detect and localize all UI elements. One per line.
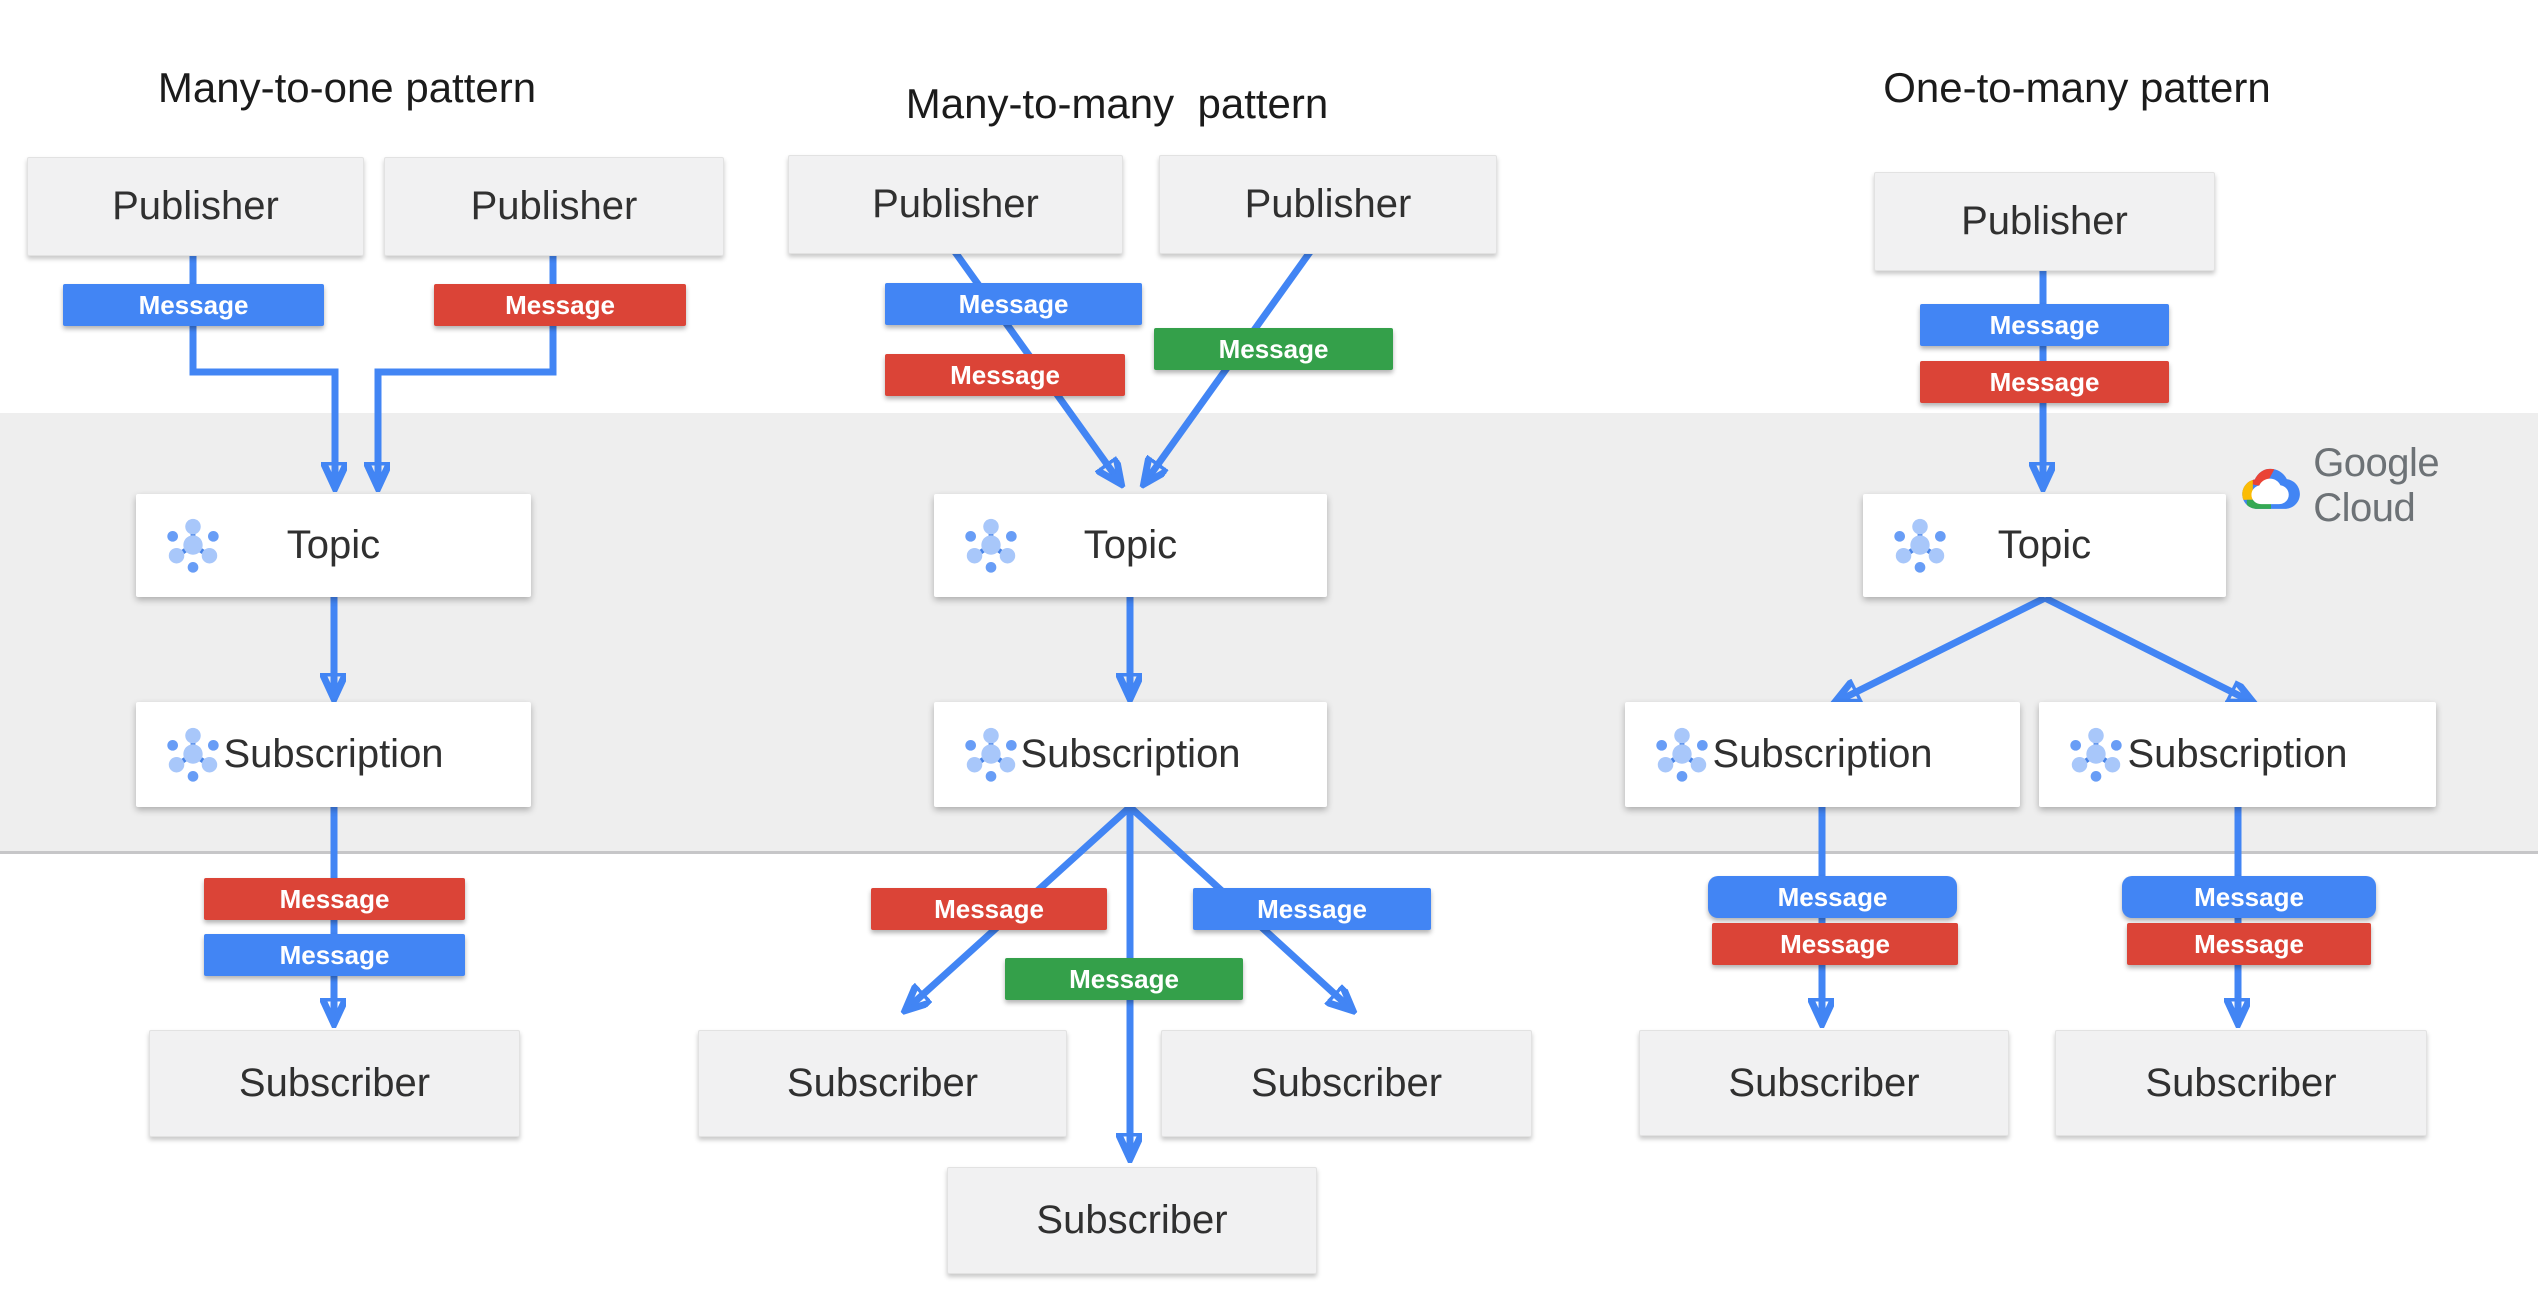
pubsub-topic-icon (162, 515, 224, 577)
message-label: Message (2194, 882, 2304, 912)
subscriber-box: Subscriber (947, 1167, 1317, 1274)
pattern-title-one-to-many: One-to-many pattern (1883, 64, 2271, 111)
subscription-box: Subscription (2039, 702, 2436, 807)
publisher-box: Publisher (384, 157, 724, 256)
subscription-label: Subscription (223, 732, 444, 776)
subscriber-label: Subscriber (1728, 1060, 1920, 1105)
pubsub-subscription-icon (2065, 724, 2127, 786)
publisher-label: Publisher (112, 184, 279, 228)
publisher-box: Publisher (27, 157, 364, 256)
pubsub-topic-icon (1889, 515, 1951, 577)
message-label: Message (1777, 882, 1888, 912)
message-chip-blue: Message (885, 283, 1142, 325)
message-label: Message (505, 290, 615, 320)
message-label: Message (934, 894, 1044, 924)
topic-label: Topic (1997, 523, 2092, 567)
subscription-box: Subscription (136, 702, 531, 807)
message-chip-red: Message (2127, 923, 2371, 965)
message-label: Message (958, 289, 1069, 319)
message-chip-green: Message (1005, 958, 1243, 1000)
message-label: Message (1218, 334, 1329, 364)
subscription-label: Subscription (1020, 732, 1241, 776)
message-chip-red: Message (1712, 923, 1958, 965)
subscription-box: Subscription (1625, 702, 2020, 807)
message-chip-red: Message (204, 878, 465, 920)
message-label: Message (138, 290, 249, 320)
subscriber-label: Subscriber (238, 1061, 431, 1105)
message-label: Message (1069, 964, 1179, 994)
message-label: Message (1989, 367, 2100, 397)
subscriber-label: Subscriber (786, 1061, 979, 1105)
message-chip-red: Message (434, 284, 686, 326)
publisher-box: Publisher (1159, 155, 1497, 254)
message-chip-red: Message (1920, 361, 2169, 403)
publisher-label: Publisher (470, 184, 638, 228)
subscription-label: Subscription (2127, 732, 2348, 776)
message-label: Message (279, 884, 390, 914)
message-chip-blue: Message (1193, 888, 1431, 930)
subscriber-box: Subscriber (2055, 1030, 2427, 1136)
message-chip-blue: Message (1708, 876, 1957, 918)
message-chip-blue: Message (204, 934, 465, 976)
pattern-title-many-to-one: Many-to-one pattern (157, 64, 537, 111)
subscriber-label: Subscriber (2145, 1060, 2337, 1105)
message-label: Message (279, 940, 390, 970)
message-label: Message (1257, 894, 1367, 924)
google-cloud-icon (2242, 468, 2300, 509)
message-label: Message (2194, 929, 2304, 959)
message-chip-blue: Message (1920, 304, 2169, 346)
message-chip-red: Message (885, 354, 1125, 396)
topic-label: Topic (286, 523, 381, 567)
google-cloud-logo: Google Cloud (2239, 441, 2538, 531)
subscriber-box: Subscriber (149, 1030, 520, 1137)
pubsub-subscription-icon (1651, 724, 1713, 786)
message-chip-blue: Message (63, 284, 324, 326)
publisher-box: Publisher (788, 155, 1123, 254)
subscriber-label: Subscriber (1250, 1061, 1443, 1105)
subscriber-box: Subscriber (698, 1030, 1067, 1137)
subscription-box: Subscription (934, 702, 1327, 807)
publisher-box: Publisher (1874, 172, 2215, 271)
subscriber-box: Subscriber (1639, 1030, 2009, 1136)
publisher-label: Publisher (1244, 182, 1412, 226)
pubsub-subscription-icon (960, 724, 1022, 786)
google-wordmark: Google Cloud (2313, 441, 2538, 531)
cloud-text: Cloud (2313, 486, 2416, 530)
message-label: Message (1780, 929, 1890, 959)
message-chip-blue: Message (2122, 876, 2376, 918)
google-text: Google (2313, 441, 2440, 485)
pattern-title-many-to-many: Many-to-many pattern (905, 80, 1329, 127)
topic-box: Topic (136, 494, 531, 597)
message-chip-green: Message (1154, 328, 1393, 370)
subscription-label: Subscription (1712, 732, 1933, 776)
topic-box: Topic (934, 494, 1327, 597)
publisher-label: Publisher (1961, 199, 2128, 243)
pubsub-subscription-icon (162, 724, 224, 786)
message-chip-red: Message (871, 888, 1107, 930)
message-label: Message (1989, 310, 2100, 340)
topic-box: Topic (1863, 494, 2226, 597)
publisher-label: Publisher (872, 182, 1039, 226)
pubsub-topic-icon (960, 515, 1022, 577)
subscriber-label: Subscriber (1036, 1198, 1228, 1242)
message-label: Message (950, 360, 1060, 390)
subscriber-box: Subscriber (1161, 1030, 1532, 1137)
topic-label: Topic (1083, 523, 1178, 567)
